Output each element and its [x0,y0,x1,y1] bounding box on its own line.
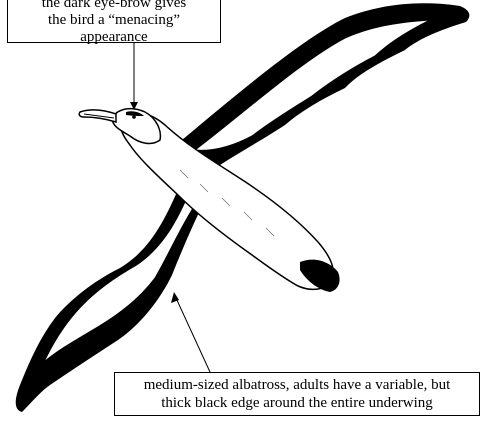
underwing-callout: medium-sized albatross, adults have a va… [114,372,480,416]
underwing-callout-line-2: thick black edge around the entire under… [115,394,479,412]
eyebrow-callout: the dark eye-brow gives the bird a “mena… [7,0,221,43]
eye [132,115,136,119]
underwing-callout-line-1: medium-sized albatross, adults have a va… [115,376,479,394]
eyebrow-callout-line-3: appearance [8,29,220,46]
eyebrow-callout-line-1: the dark eye-brow gives [8,0,220,12]
eyebrow-callout-line-2: the bird a “menacing” [8,12,220,29]
underwing-leader-line [176,298,210,372]
